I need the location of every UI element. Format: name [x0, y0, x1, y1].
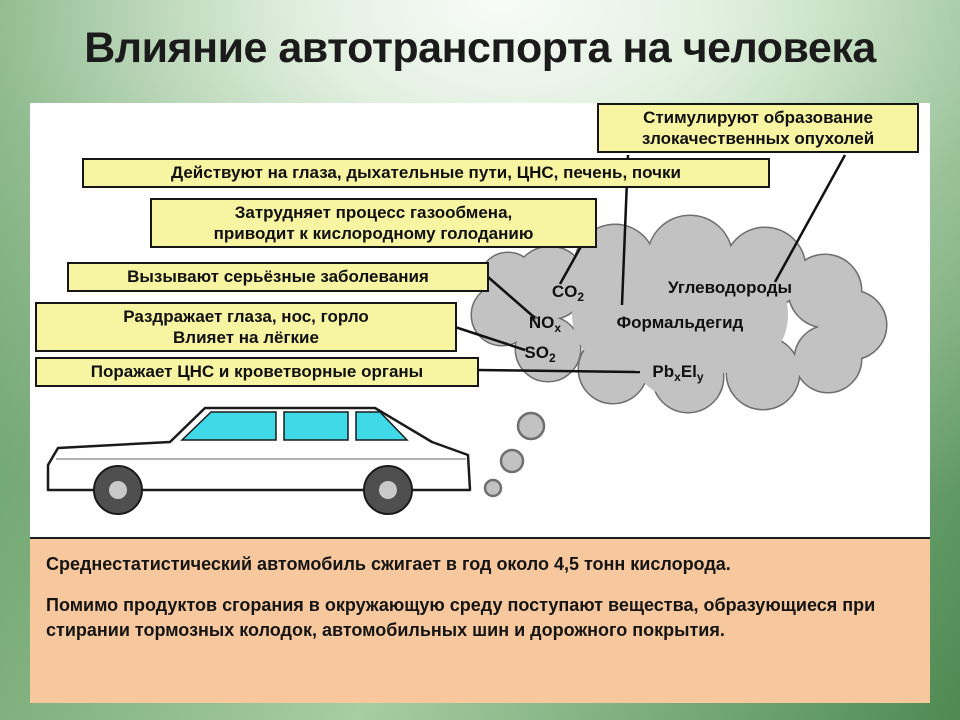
car-windshield [180, 411, 277, 441]
footer-note: Среднестатистический автомобиль сжигает … [30, 537, 930, 703]
chemical-co2: CO2 [551, 281, 585, 305]
chemical-nox: NOx [528, 312, 562, 336]
exhaust-cloud-fill [472, 216, 886, 412]
car-icon [46, 406, 472, 515]
car-side-window [283, 411, 349, 441]
label-organs: Действуют на глаза, дыхательные пути, ЦН… [82, 158, 770, 188]
label-gas-exchange: Затрудняет процесс газообмена, приводит … [150, 198, 597, 248]
exhaust-puffs-icon [483, 411, 546, 498]
car-front-hub [109, 481, 127, 499]
label-cns: Поражает ЦНС и кроветворные органы [35, 357, 479, 387]
car-rear-window [355, 411, 409, 441]
chemical-so2: SO2 [524, 342, 556, 366]
label-tumors: Стимулируют образование злокачественных … [597, 103, 919, 153]
label-diseases: Вызывают серьёзные заболевания [67, 262, 489, 292]
diagram-panel: Стимулируют образование злокачественных … [30, 103, 930, 703]
chemical-lead: PbxEly [652, 361, 704, 385]
page-title: Влияние автотранспорта на человека [84, 24, 876, 72]
chemical-formaldehyde: Формальдегид [616, 313, 744, 332]
chemical-hydrocarbons: Углеводороды [667, 278, 793, 297]
diagram-graphics [46, 154, 888, 515]
label-irritation: Раздражает глаза, нос, горло Влияет на л… [35, 302, 457, 352]
footer-paragraph-1: Среднестатистический автомобиль сжигает … [46, 554, 731, 574]
car-rear-hub [379, 481, 397, 499]
footer-paragraph-2: Помимо продуктов сгорания в окружающую с… [46, 594, 876, 640]
